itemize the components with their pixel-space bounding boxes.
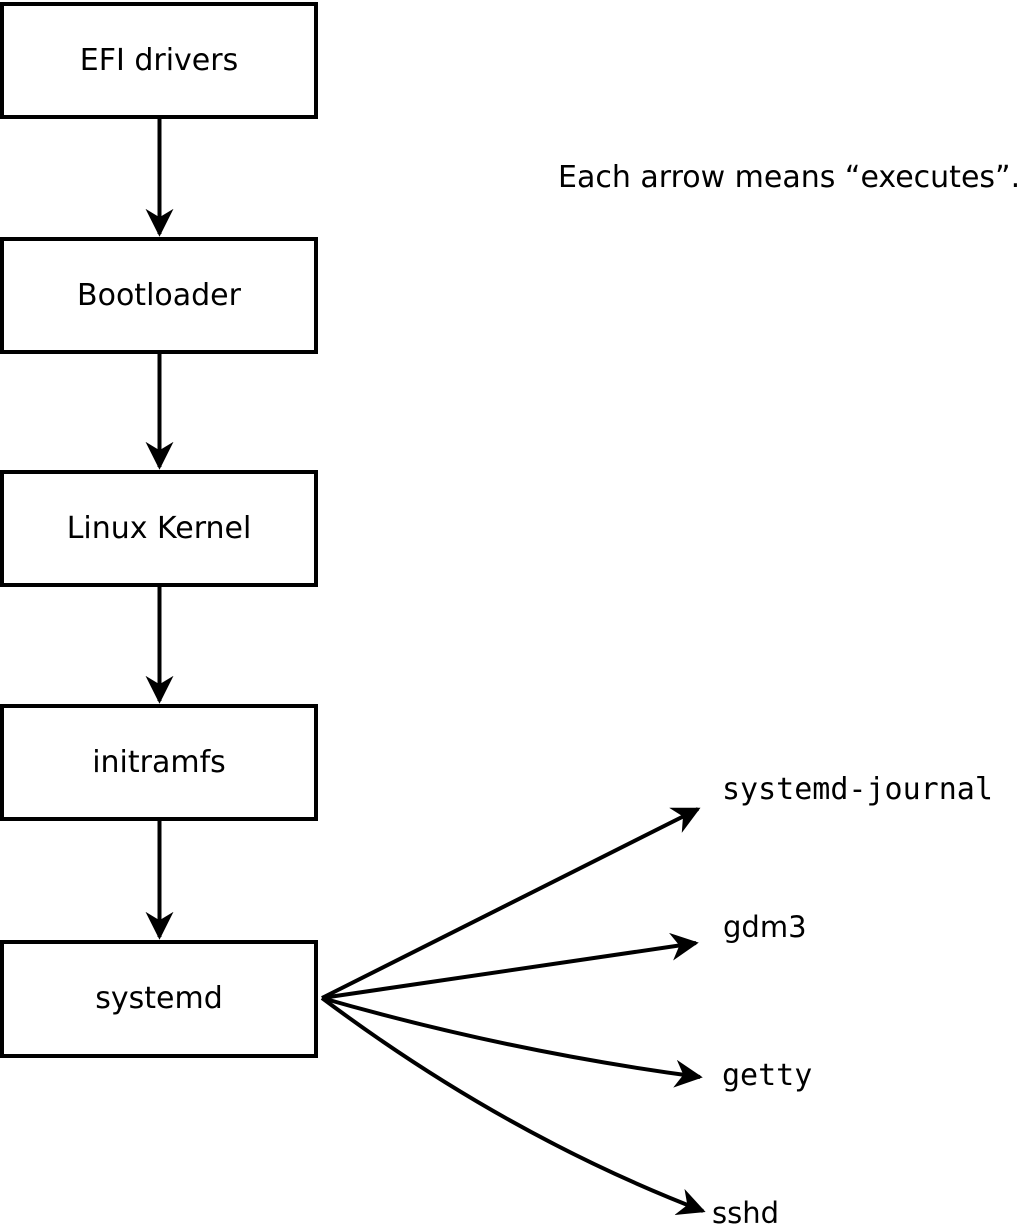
process-label-gdm3: gdm3 bbox=[723, 910, 807, 944]
diagram-note: Each arrow means “executes”. bbox=[558, 160, 1021, 195]
box-systemd: systemd bbox=[0, 940, 318, 1058]
process-label-sshd: sshd bbox=[712, 1196, 780, 1230]
box-linux-kernel: Linux Kernel bbox=[0, 470, 318, 587]
box-bootloader-label: Bootloader bbox=[77, 277, 241, 313]
box-efi-drivers-label: EFI drivers bbox=[79, 42, 239, 78]
arrow-systemd-to-getty-icon bbox=[321, 996, 703, 1088]
process-label-getty: getty bbox=[722, 1058, 813, 1093]
arrow-systemd-to-journal-icon bbox=[321, 807, 701, 1000]
box-efi-drivers: EFI drivers bbox=[0, 2, 318, 119]
box-initramfs-label: initramfs bbox=[92, 744, 226, 780]
box-linux-kernel-label: Linux Kernel bbox=[66, 510, 252, 546]
process-label-systemd-journal: systemd-journal bbox=[722, 772, 993, 807]
box-systemd-label: systemd bbox=[95, 981, 223, 1016]
box-initramfs: initramfs bbox=[0, 704, 318, 821]
arrow-systemd-to-gdm3-icon bbox=[321, 932, 699, 1000]
box-bootloader: Bootloader bbox=[0, 237, 318, 354]
arrow-systemd-to-sshd-icon bbox=[320, 996, 706, 1216]
